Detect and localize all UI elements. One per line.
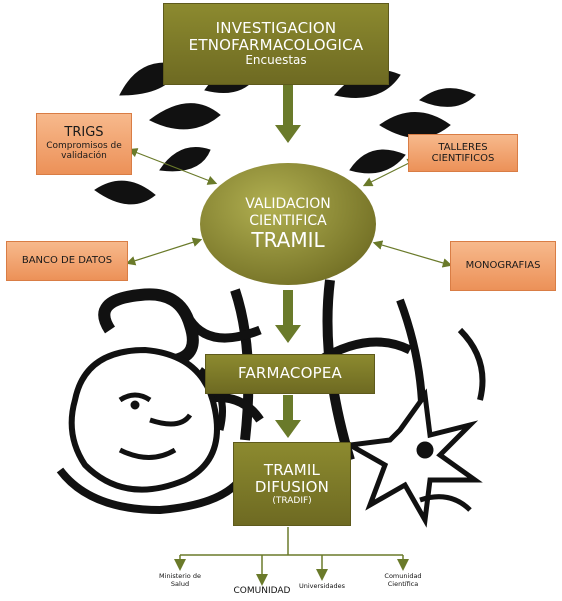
output-comunidad-label: COMUNIDAD — [233, 586, 291, 596]
main-flow-arrows — [275, 85, 301, 438]
investigacion-box: INVESTIGACION ETNOFARMACOLOGICA Encuesta… — [163, 3, 389, 85]
validacion-line2: CIENTIFICA — [249, 212, 327, 229]
talleres-box: TALLERES CIENTIFICOS — [408, 134, 518, 172]
investigacion-line3: Encuestas — [245, 53, 307, 68]
output-ministerio-line2: Salud — [170, 579, 190, 588]
monografias-label: MONOGRAFIAS — [465, 260, 541, 272]
difusion-line1: TRAMIL — [263, 460, 321, 479]
arrow-farmacopea-to-difusion — [275, 395, 301, 438]
output-universidades-label: Universidades — [298, 582, 345, 590]
connector-monografias — [372, 240, 453, 268]
difusion-line2: DIFUSION — [254, 477, 330, 496]
trigs-box: TRIGS Compromisos de validación — [36, 113, 132, 175]
output-universidades: Universidades — [292, 582, 352, 590]
farmacopea-box: FARMACOPEA — [205, 354, 375, 394]
arrow-investigacion-to-validacion — [275, 85, 301, 143]
connector-talleres — [362, 158, 418, 187]
monografias-box: MONOGRAFIAS — [450, 241, 556, 291]
banco-label: BANCO DE DATOS — [21, 255, 113, 267]
output-cientifica-line2: Científica — [387, 579, 419, 588]
output-comunidad: COMUNIDAD — [212, 586, 312, 596]
trigs-subtitle-line1: Compromisos de — [46, 141, 122, 152]
banco-box: BANCO DE DATOS — [6, 241, 128, 281]
validacion-ellipse: VALIDACION CIENTIFICA TRAMIL — [200, 163, 376, 285]
investigacion-line2: ETNOFARMACOLOGICA — [188, 36, 364, 55]
validacion-line3: TRAMIL — [251, 227, 325, 252]
talleres-line2: CIENTIFICOS — [431, 153, 495, 164]
talleres-line1: TALLERES — [438, 141, 488, 153]
output-cientifica: Comunidad Científica — [372, 572, 434, 589]
connector-banco — [125, 237, 203, 266]
output-ministerio-line1: Ministerio de — [159, 572, 201, 580]
trigs-subtitle-line2: validación — [61, 151, 107, 162]
validacion-line1: VALIDACION — [245, 196, 331, 213]
output-ministerio: Ministerio de Salud — [148, 572, 212, 589]
distribution-tree — [174, 527, 409, 586]
arrow-validacion-to-farmacopea — [275, 290, 301, 343]
farmacopea-label: FARMACOPEA — [238, 364, 342, 383]
trigs-title: TRIGS — [64, 125, 104, 141]
connector-trigs — [127, 148, 218, 185]
output-cientifica-line1: Comunidad — [384, 572, 422, 580]
difusion-box: TRAMIL DIFUSION (TRADIF) — [233, 442, 351, 526]
difusion-line3: (TRADIF) — [272, 496, 312, 507]
investigacion-line1: INVESTIGACION — [215, 18, 337, 37]
